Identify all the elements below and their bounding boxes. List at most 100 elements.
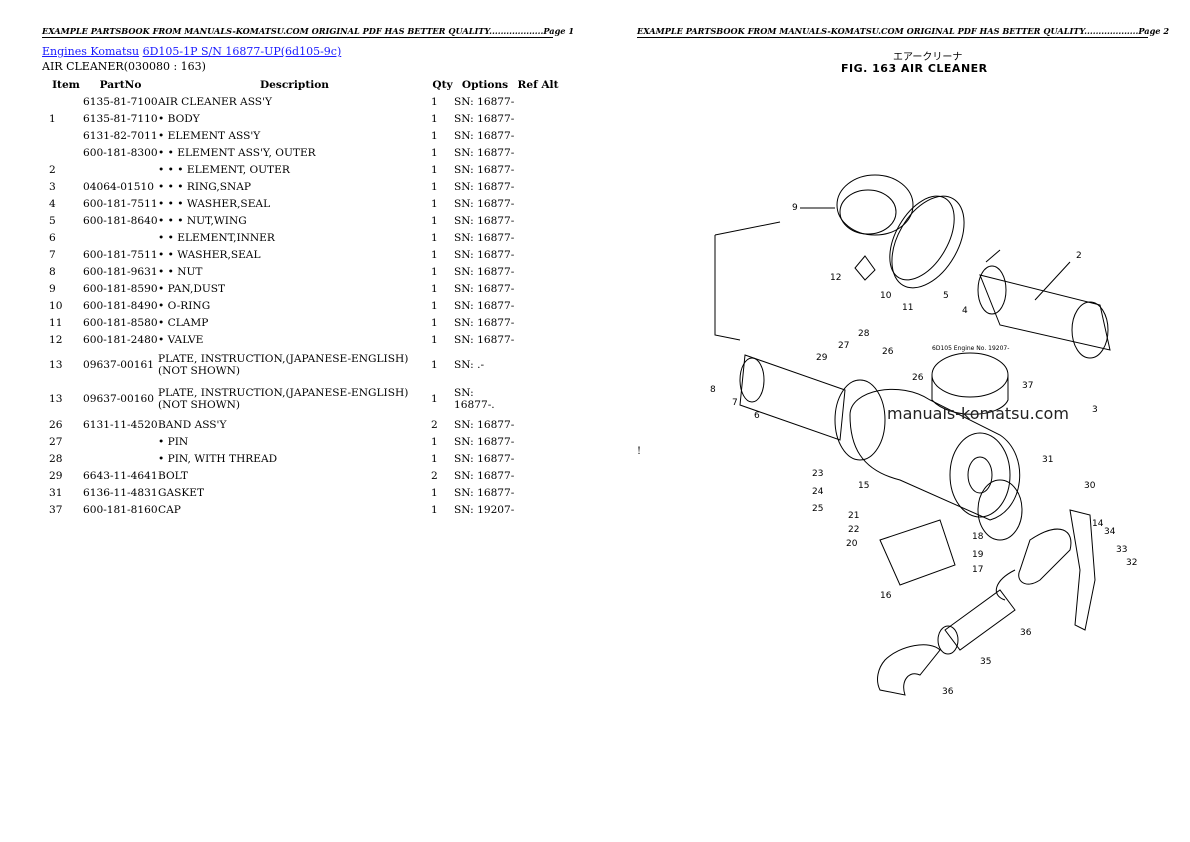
cell-qty: 1 bbox=[431, 435, 438, 448]
o-ring-shape bbox=[889, 195, 955, 281]
clamp-shape bbox=[891, 195, 965, 289]
cell-description: • • NUT bbox=[158, 265, 203, 278]
cell-ref-alt bbox=[516, 144, 560, 161]
cell-options: SN: 16877- bbox=[454, 435, 515, 448]
callout-label: 36 bbox=[942, 687, 954, 697]
callout-label: 31 bbox=[1042, 455, 1053, 465]
callout-label: 24 bbox=[812, 487, 824, 497]
cell-item: 4 bbox=[49, 197, 56, 210]
breadcrumb-link-engines[interactable]: Engines Komatsu bbox=[42, 45, 140, 58]
cell-item bbox=[42, 127, 83, 144]
cell-options: SN: 16877- bbox=[454, 316, 515, 329]
cell-item: 9 bbox=[49, 282, 56, 295]
callout-label: 15 bbox=[858, 481, 869, 491]
cell-ref-alt bbox=[516, 229, 560, 246]
callout-label: 18 bbox=[972, 532, 984, 542]
cell-options: SN: 16877- bbox=[454, 486, 515, 499]
cell-partno: 600-181-7511 bbox=[83, 197, 158, 210]
cell-qty: 1 bbox=[431, 95, 438, 108]
callout-label: 26 bbox=[882, 347, 894, 357]
callout-label: 7 bbox=[732, 398, 738, 408]
cell-partno: 6643-11-4641 bbox=[83, 469, 158, 482]
callout-label: 19 bbox=[972, 550, 984, 560]
breadcrumb: Engines Komatsu 6D105-1P S/N 16877-UP(6d… bbox=[42, 45, 341, 58]
cell-description: GASKET bbox=[158, 486, 205, 499]
col-item: Item bbox=[52, 78, 80, 91]
col-ref-alt: Ref Alt bbox=[517, 78, 559, 91]
cell-ref-alt bbox=[516, 195, 560, 212]
cell-qty: 1 bbox=[431, 265, 438, 278]
callout-label: 12 bbox=[830, 273, 841, 283]
cell-partno: 6135-81-7110 bbox=[83, 112, 158, 125]
cell-description: • • • WASHER,SEAL bbox=[158, 197, 271, 210]
cell-description: AIR CLEANER ASS'Y bbox=[158, 95, 272, 108]
header-rule bbox=[42, 37, 553, 38]
cell-qty: 1 bbox=[431, 282, 438, 295]
callout-label: 28 bbox=[858, 329, 870, 339]
cell-options: SN: .- bbox=[454, 359, 485, 371]
cell-partno: 600-181-2480 bbox=[83, 333, 158, 346]
cell-description: PLATE, INSTRUCTION,(JAPANESE-ENGLISH) (N… bbox=[158, 353, 409, 377]
cell-partno: 6136-11-4831 bbox=[83, 486, 158, 499]
cell-item: 27 bbox=[49, 435, 63, 448]
cell-qty: 1 bbox=[431, 112, 438, 125]
callout-label: 26 bbox=[912, 373, 924, 383]
cell-ref-alt bbox=[516, 416, 560, 433]
cell-ref-alt bbox=[516, 110, 560, 127]
hose-shape bbox=[944, 589, 1016, 651]
cell-ref-alt bbox=[516, 314, 560, 331]
cell-qty: 1 bbox=[431, 452, 438, 465]
callout-label: 21 bbox=[848, 511, 859, 521]
air-cleaner-diagram: 9 2 12 10 11 5 4 28 29 27 26 8 7 6 3 26 … bbox=[710, 174, 1137, 697]
cell-ref-alt bbox=[516, 280, 560, 297]
cell-qty: 1 bbox=[431, 197, 438, 210]
cell-ref-alt bbox=[516, 212, 560, 229]
cell-options: SN: 16877- bbox=[454, 129, 515, 142]
cell-qty: 1 bbox=[431, 214, 438, 227]
cell-item: 37 bbox=[49, 503, 63, 516]
cell-options: SN: 16877- bbox=[454, 146, 515, 159]
callout-label: 14 bbox=[1092, 519, 1104, 529]
callout-label: 32 bbox=[1126, 558, 1137, 568]
cell-partno bbox=[83, 229, 158, 246]
callout-label: 4 bbox=[962, 306, 968, 316]
cell-qty: 2 bbox=[431, 469, 438, 482]
cell-options: SN: 16877- bbox=[454, 180, 515, 193]
cell-partno: 600-181-8640 bbox=[83, 214, 158, 227]
callout-label: 16 bbox=[880, 591, 892, 601]
parts-table: Item PartNo Description Qty Options Ref … bbox=[42, 76, 560, 518]
cell-qty: 1 bbox=[431, 231, 438, 244]
cell-ref-alt bbox=[516, 484, 560, 501]
cell-description: • PIN, WITH THREAD bbox=[158, 452, 278, 465]
callout-label: 34 bbox=[1104, 527, 1116, 537]
cell-ref-alt bbox=[516, 297, 560, 314]
callout-label: 11 bbox=[902, 303, 913, 313]
cell-qty: 1 bbox=[431, 333, 438, 346]
callout-label: 10 bbox=[880, 291, 892, 301]
cell-partno: 09637-00160 bbox=[83, 393, 154, 405]
header-rule bbox=[637, 37, 1148, 38]
cell-item: 13 bbox=[49, 359, 63, 371]
cell-description: • VALVE bbox=[158, 333, 204, 346]
breadcrumb-link-model[interactable]: 6D105-1P S/N 16877-UP(6d105-9c) bbox=[142, 45, 342, 58]
cell-partno: 6131-11-4520 bbox=[83, 418, 158, 431]
cell-item: 29 bbox=[49, 469, 63, 482]
cell-partno: 600-181-8490 bbox=[83, 299, 158, 312]
col-partno: PartNo bbox=[99, 78, 142, 91]
cell-options: SN: 16877- bbox=[454, 333, 515, 346]
diagram-page: EXAMPLE PARTSBOOK FROM MANUALS-KOMATSU.C… bbox=[595, 0, 1190, 842]
